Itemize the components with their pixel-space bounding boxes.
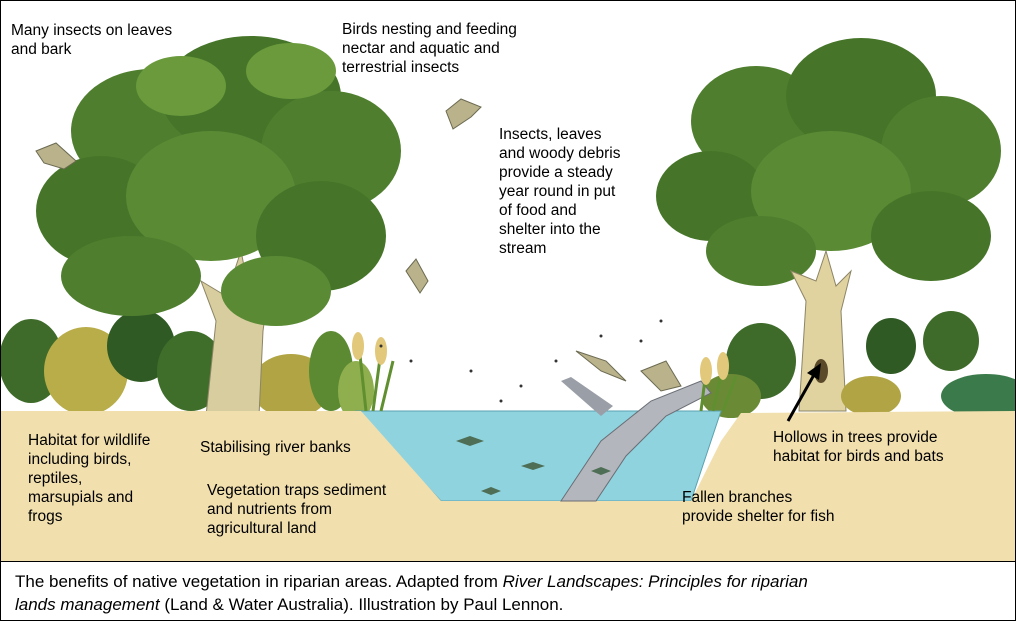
label-habitat-wildlife: Habitat for wildlife including birds, re… [28,431,150,526]
right-shrubs [701,311,1015,418]
caption-part-1: The benefits of native vegetation in rip… [15,572,503,591]
label-vegetation-traps: Vegetation traps sediment and nutrients … [207,481,386,538]
riparian-illustration [1,1,1015,561]
caption-title-italic-1: River Landscapes: Principles for riparia… [503,572,808,591]
label-insects-debris: Insects, leaves and woody debris provide… [499,125,621,258]
left-shrubs [1,310,374,421]
label-hollows-trees: Hollows in trees provide habitat for bir… [773,428,944,466]
caption-part-2: (Land & Water Australia). Illustration b… [160,595,564,614]
caption-text: The benefits of native vegetation in rip… [15,570,1005,616]
insect-swarm [380,320,663,403]
label-fallen-branches: Fallen branches provide shelter for fish [682,488,835,526]
caption-title-italic-2: lands management [15,595,160,614]
label-stabilising-banks: Stabilising river banks [200,438,351,457]
figure-caption: The benefits of native vegetation in rip… [1,561,1015,621]
label-birds-nesting: Birds nesting and feeding nectar and aqu… [342,20,517,77]
label-insects-leaves-bark: Many insects on leaves and bark [11,21,172,59]
